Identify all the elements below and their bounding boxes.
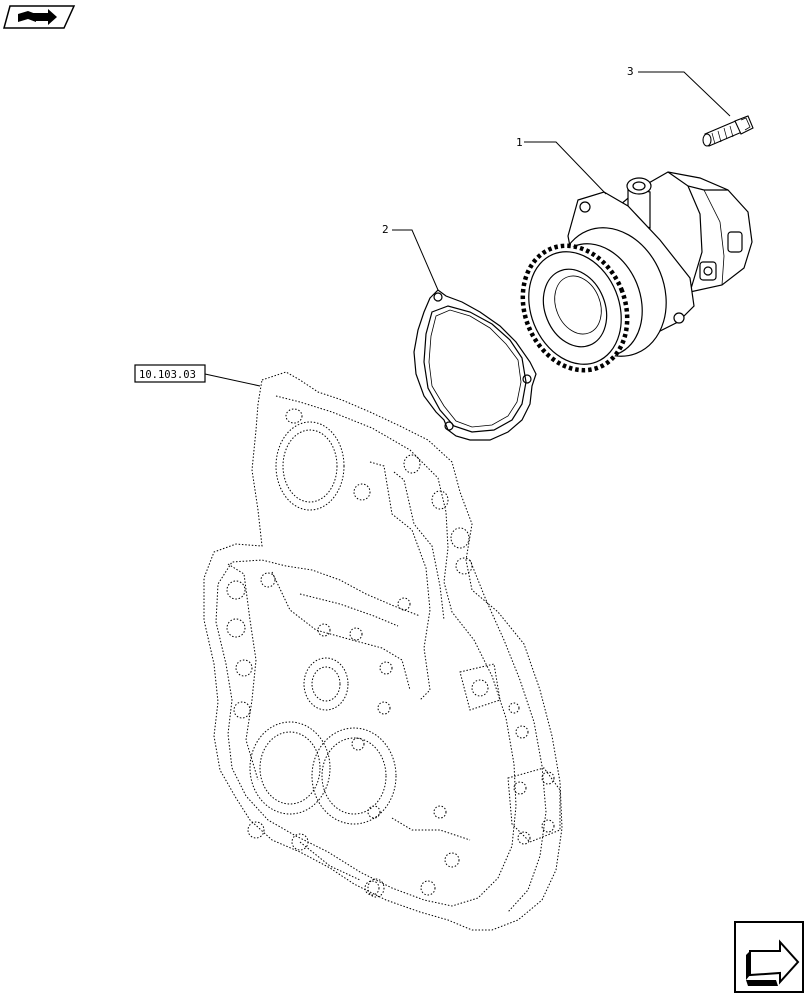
- timing-cover-housing: [203, 371, 563, 931]
- leader-2: [392, 229, 439, 291]
- leader-1: [524, 141, 607, 195]
- next-page-arrow-icon[interactable]: [734, 921, 804, 993]
- gasket-part: [413, 289, 537, 441]
- callout-2: 2: [382, 223, 389, 236]
- leader-3: [638, 71, 731, 117]
- book-with-arrow-icon[interactable]: [3, 5, 76, 29]
- leader-ref: [204, 373, 261, 387]
- leader-lines: [204, 71, 731, 387]
- pump-assembly-part: [520, 171, 753, 373]
- callout-1: 1: [516, 136, 523, 149]
- reference-link[interactable]: 10.103.03: [134, 364, 206, 383]
- reference-box-label: 10.103.03: [139, 369, 196, 381]
- bolt-part: [702, 115, 754, 147]
- callout-3: 3: [627, 65, 634, 78]
